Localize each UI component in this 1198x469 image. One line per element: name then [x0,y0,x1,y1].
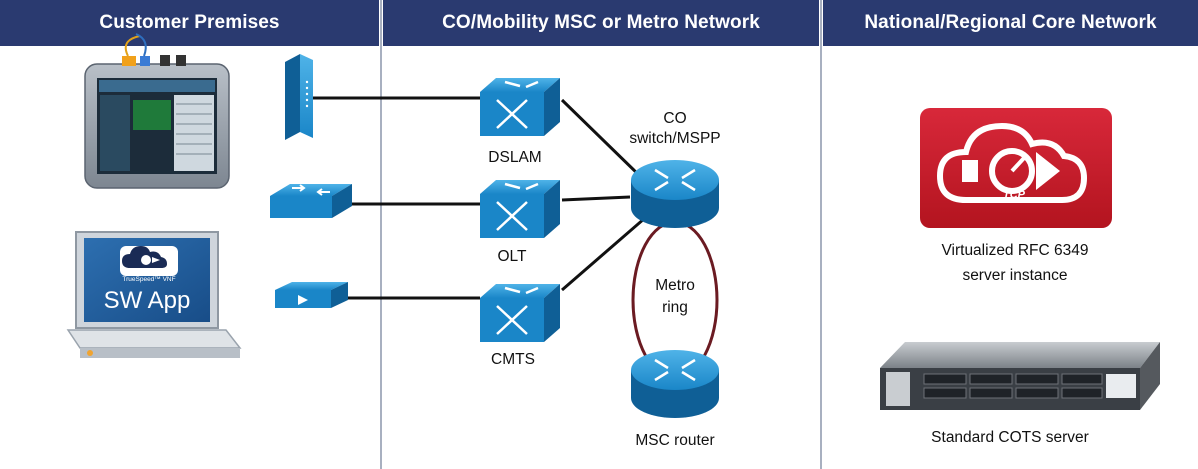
co-switch-label-line2: switch/MSPP [629,130,721,147]
connection-lines [300,96,646,300]
metro-ring-label-line2: ring [662,299,688,316]
router-icon [275,282,348,308]
link-cmts-coswitch [561,216,646,292]
link-dslam-coswitch [560,98,644,180]
column-divider-left [380,0,382,469]
link-olt-coswitch [561,195,631,202]
test-instrument-icon [84,33,230,189]
ethernet-switch-icon [270,184,352,218]
tcp-cloud-icon: TCP [920,108,1112,228]
dslam-label: DSLAM [488,149,542,166]
tcp-badge-text: TCP [1003,189,1026,201]
olt-label: OLT [497,248,527,265]
metro-ring-label-line1: Metro [655,277,695,294]
cmts-label: CMTS [491,351,535,368]
cots-server-icon [880,342,1160,410]
olt-icon [480,180,560,238]
modem-icon [285,54,313,140]
dslam-icon [480,78,560,136]
vm-label-line2: server instance [962,267,1068,284]
cots-server-label: Standard COTS server [931,429,1089,446]
laptop-icon [66,231,242,358]
vm-label-line1: Virtualized RFC 6349 [941,242,1089,259]
column-divider-right [820,0,822,469]
msc-router-label: MSC router [635,432,715,449]
cmts-icon [480,284,560,342]
laptop-screen-text: SW App [103,287,191,314]
header-core-network: National/Regional Core Network [823,0,1198,46]
truespeed-logo-icon [120,246,178,276]
header-co-metro-network: CO/Mobility MSC or Metro Network [383,0,819,46]
co-switch-icon [631,160,719,228]
header-customer-premises: Customer Premises [0,0,379,46]
msc-router-icon [631,350,719,418]
co-switch-label-line1: CO [663,110,687,127]
laptop-brand-text: TrueSpeed™ VNF [122,276,176,283]
